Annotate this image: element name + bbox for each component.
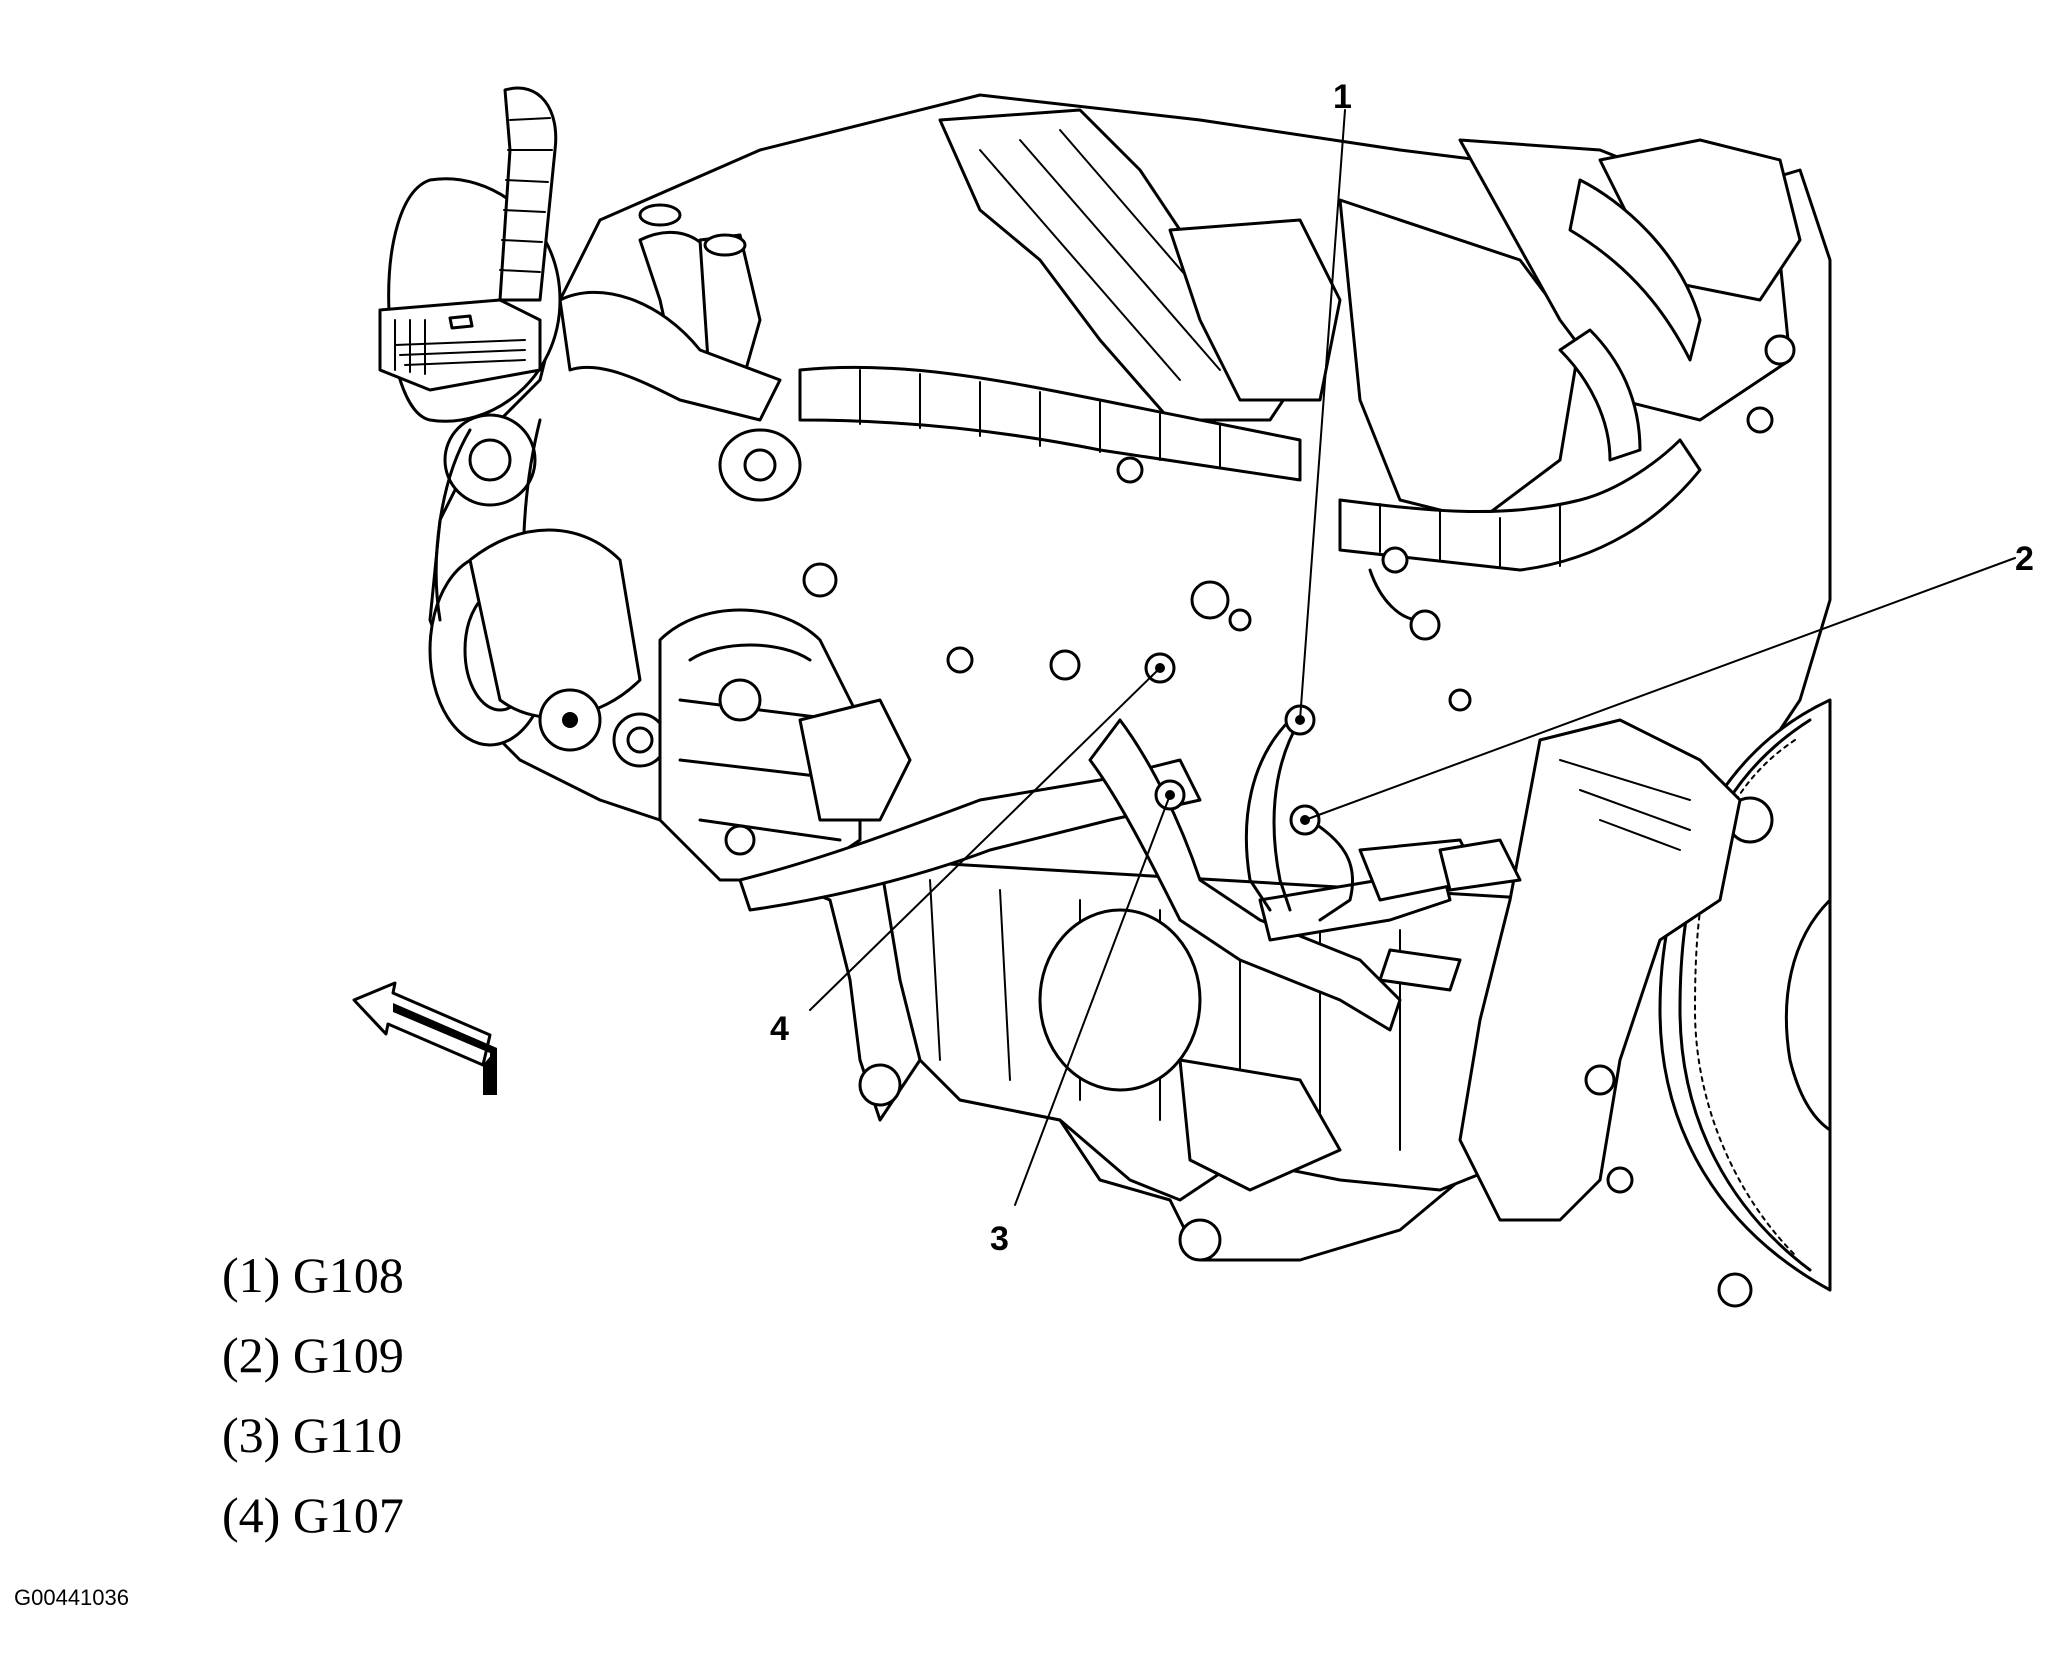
legend-index: (3) bbox=[222, 1407, 281, 1463]
callout-number-1: 1 bbox=[1333, 78, 1352, 116]
figure-id: G00441036 bbox=[14, 1585, 129, 1610]
front-direction-arrow-icon bbox=[352, 981, 497, 1095]
misc-fasteners bbox=[802, 456, 1472, 712]
wiring-harness-main bbox=[798, 178, 1702, 572]
legend-index: (4) bbox=[222, 1487, 281, 1543]
legend-code: G108 bbox=[292, 1247, 404, 1303]
legend-code: G109 bbox=[292, 1327, 404, 1383]
compressor-assembly bbox=[658, 608, 912, 882]
legend-item-g110: (3) G110 bbox=[222, 1395, 404, 1475]
legend: (1) G108 (2) G109 (3) G110 (4) G107 bbox=[222, 1235, 404, 1555]
legend-code: G110 bbox=[292, 1407, 403, 1463]
callout-number-4: 4 bbox=[770, 1010, 789, 1048]
callout-labels: 1 2 3 4 bbox=[770, 78, 2034, 1258]
legend-index: (2) bbox=[222, 1327, 281, 1383]
legend-item-g108: (1) G108 bbox=[222, 1235, 404, 1315]
callout-number-3: 3 bbox=[990, 1220, 1009, 1258]
intake-manifold bbox=[938, 108, 1802, 522]
legend-code: G107 bbox=[292, 1487, 404, 1543]
legend-index: (1) bbox=[222, 1247, 281, 1303]
wiring-harness-lower bbox=[738, 718, 1522, 1032]
wiring-harness-upper bbox=[498, 86, 802, 502]
legend-item-g109: (2) G109 bbox=[222, 1315, 404, 1395]
callout-number-2: 2 bbox=[2015, 540, 2034, 578]
bell-housing-bracket bbox=[1458, 718, 1742, 1222]
legend-item-g107: (4) G107 bbox=[222, 1475, 404, 1555]
callout-leaders bbox=[809, 109, 2016, 1206]
